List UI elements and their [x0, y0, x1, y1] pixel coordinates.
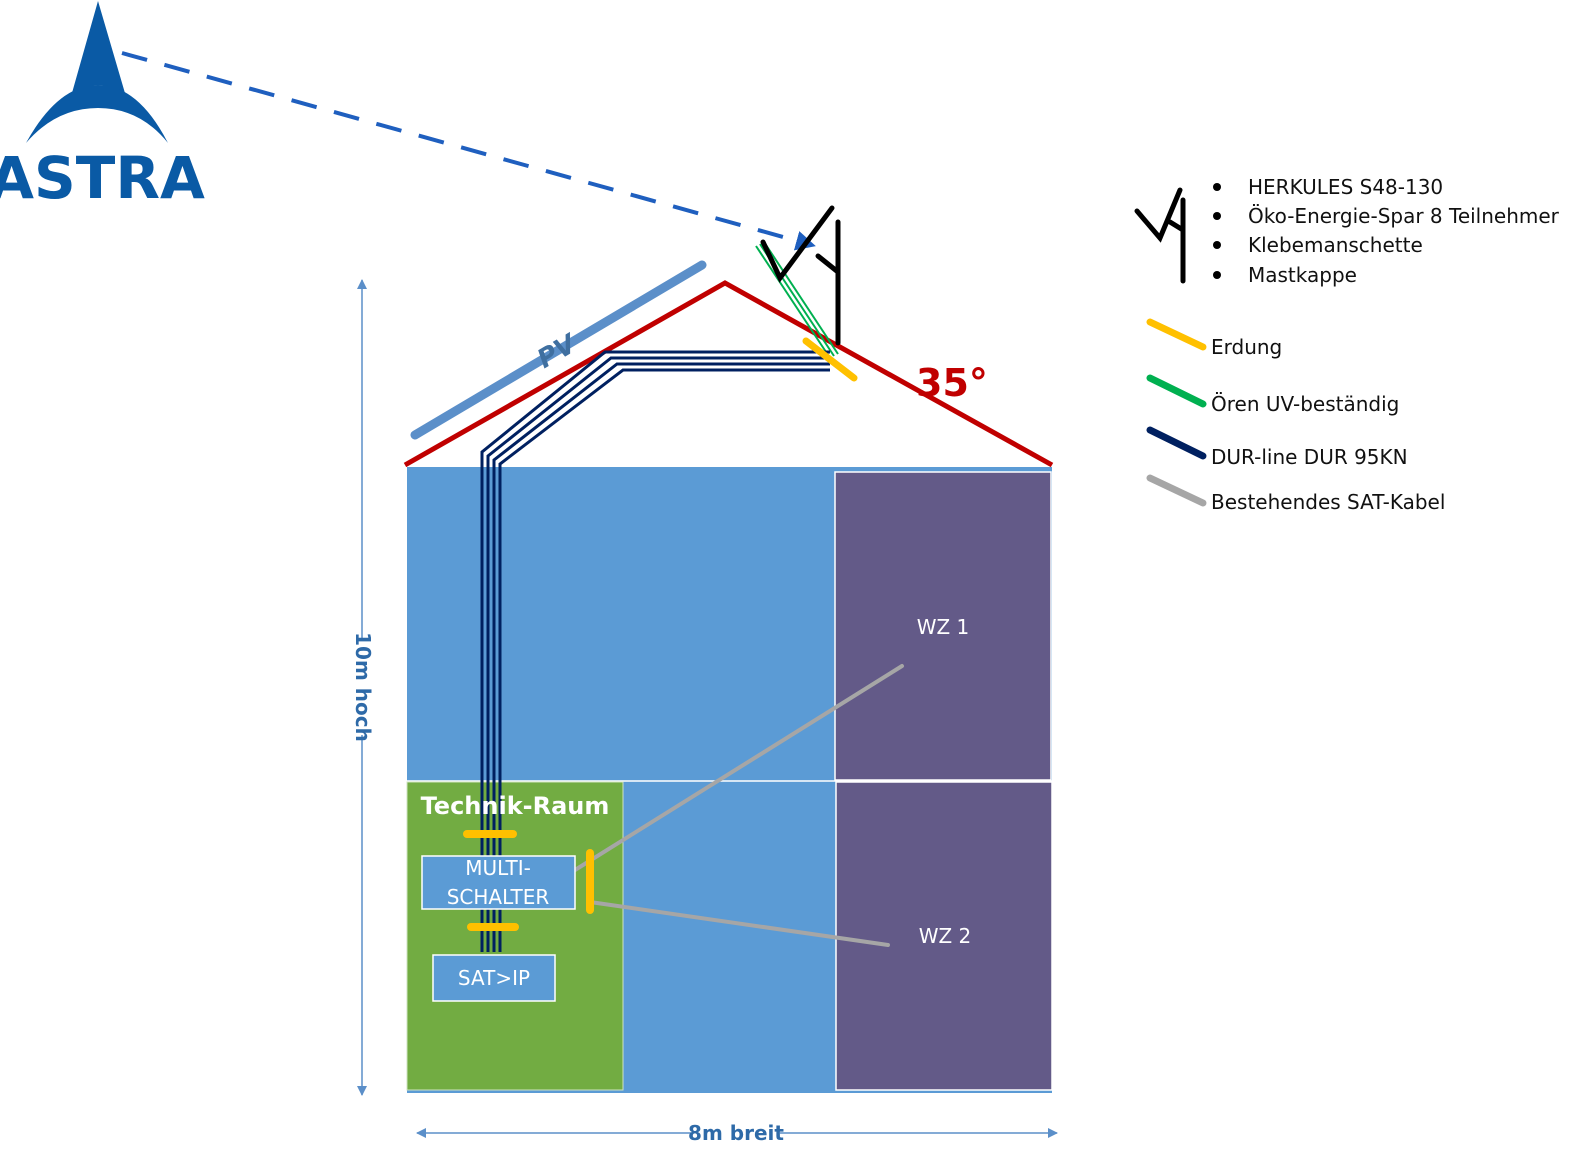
legend-sat-swatch — [1146, 474, 1207, 507]
bullet-icon — [1213, 183, 1221, 191]
room-wz2 — [835, 781, 1053, 1091]
multischalter-box — [421, 855, 576, 910]
sat-cable-wz1 — [573, 664, 904, 872]
satip-label: SAT>IP — [458, 966, 530, 990]
component-item: Klebemanschette — [1248, 233, 1423, 257]
bullet-icon — [1213, 241, 1221, 249]
wz2-label: WZ 2 — [919, 924, 972, 948]
sat-cable-wz2 — [588, 900, 890, 947]
component-item: Mastkappe — [1248, 263, 1357, 287]
legend: HERKULES S48-130 Öko-Energie-Spar 8 Teil… — [1134, 175, 1560, 514]
height-label: 10m hoch — [351, 632, 375, 742]
astra-logo: ASTRA — [0, 1, 205, 212]
component-list: HERKULES S48-130 Öko-Energie-Spar 8 Teil… — [1213, 175, 1560, 287]
room-technik — [406, 781, 624, 1091]
multischalter-label-1: MULTI- — [465, 856, 531, 880]
wz1-label: WZ 1 — [917, 615, 970, 639]
component-item: Öko-Energie-Spar 8 Teilnehmer — [1248, 204, 1560, 228]
room-wz1 — [834, 471, 1052, 781]
bullet-icon — [1213, 271, 1221, 279]
legend-uv-label: Ören UV-beständig — [1211, 392, 1399, 416]
logo-text: ASTRA — [0, 144, 205, 212]
satellite-signal-line — [121, 51, 816, 251]
roof-outline — [403, 280, 1054, 468]
legend-dur-label: DUR-line DUR 95KN — [1211, 445, 1408, 469]
width-label: 8m breit — [688, 1121, 784, 1145]
roof-angle-label: 35° — [916, 361, 988, 405]
component-item: HERKULES S48-130 — [1248, 175, 1443, 199]
technik-room-label: Technik-Raum — [421, 792, 610, 820]
dur-line-cables — [480, 350, 830, 952]
legend-erdung-label: Erdung — [1211, 335, 1282, 359]
pv-panel — [410, 260, 707, 440]
logo-arc-icon — [26, 85, 168, 143]
satip-box — [432, 954, 556, 1002]
legend-erdung-swatch — [1146, 318, 1207, 351]
legend-sat-label: Bestehendes SAT-Kabel — [1211, 490, 1445, 514]
multischalter-label-2: SCHALTER — [447, 885, 550, 909]
antenna-icon — [760, 205, 841, 346]
legend-antenna-icon — [1134, 187, 1186, 284]
satellite-triangle-icon — [70, 1, 127, 100]
roof-grounding — [802, 337, 858, 382]
legend-dur-swatch — [1146, 426, 1207, 460]
legend-uv-swatch — [1146, 374, 1207, 408]
bullet-icon — [1213, 212, 1221, 220]
